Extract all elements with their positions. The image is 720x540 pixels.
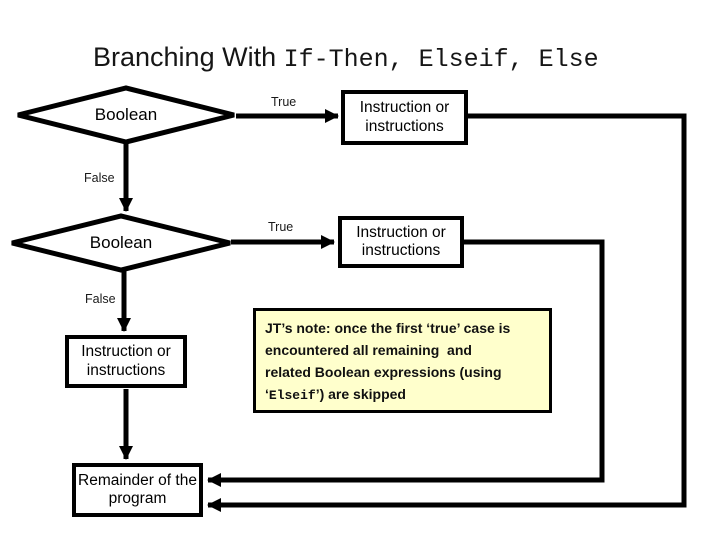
true-label-1: True bbox=[271, 95, 297, 109]
note-code-text: Elseif bbox=[268, 388, 316, 403]
note-line-1: JT’s note: once the first ‘true’ case is bbox=[265, 320, 511, 336]
note-line-4-post: ’) are skipped bbox=[315, 386, 406, 402]
note-line-2: encountered all remaining and bbox=[265, 342, 472, 358]
flow-line-action1-to-terminal bbox=[207, 113, 687, 512]
true-label-2: True bbox=[268, 220, 294, 234]
false-label-2: False bbox=[85, 292, 116, 306]
decision-diamond-1 bbox=[17, 85, 235, 145]
false-label-1: False bbox=[84, 171, 115, 185]
decision-label-1: Boolean bbox=[94, 105, 158, 124]
note-box: JT’s note: once the first ‘true’ case is… bbox=[253, 308, 552, 413]
title-text: Branching With bbox=[93, 42, 284, 72]
decision-label-2: Boolean bbox=[89, 233, 153, 252]
decision-diamond-2 bbox=[11, 213, 231, 273]
note-line-4-pre: ‘ bbox=[265, 386, 269, 402]
action-box-1: Instruction or instructions bbox=[341, 90, 468, 145]
terminal-box: Remainder of the program bbox=[72, 463, 203, 517]
action-box-3: Instruction or instructions bbox=[65, 335, 187, 388]
page-title: Branching With If-Then, Elseif, Else bbox=[93, 42, 599, 74]
title-code-text: If-Then, Elseif, Else bbox=[283, 45, 599, 74]
action-box-2: Instruction or instructions bbox=[338, 216, 464, 268]
note-line-3: related Boolean expressions (using bbox=[265, 364, 502, 380]
flow-line-action2-to-terminal bbox=[207, 239, 605, 487]
note-line-4: ‘Elseif’) are skipped bbox=[265, 383, 540, 407]
